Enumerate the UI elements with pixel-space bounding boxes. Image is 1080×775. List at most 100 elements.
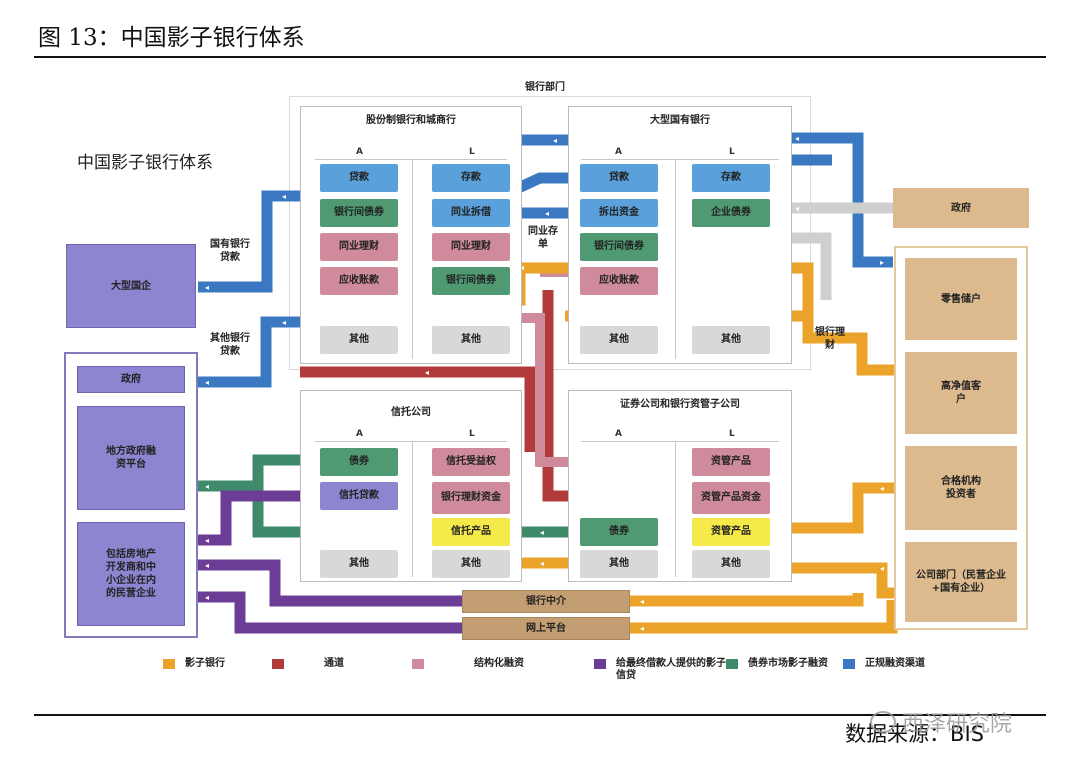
state-owned-funds-lent: 拆出资金 xyxy=(580,199,658,227)
legend-swatch-shadow-credit xyxy=(594,659,606,669)
svg-text:◂: ◂ xyxy=(282,318,286,327)
securities-liab-head: L xyxy=(729,429,735,439)
large-soe-box: 大型国企 xyxy=(66,244,196,328)
joint-stock-column-divider xyxy=(412,159,413,359)
shadow-flow-intermediary xyxy=(630,593,864,607)
legend-swatch-structured xyxy=(412,659,424,669)
formal-financing-flows xyxy=(198,132,893,388)
retail-depositors-box: 零售储户 xyxy=(905,258,1017,340)
formal-flow-soe-loans xyxy=(198,190,300,293)
svg-text:◂: ◂ xyxy=(205,482,209,491)
bank-sector-label: 银行部门 xyxy=(525,82,565,93)
legend-swatch-bond-shadow xyxy=(726,659,738,669)
state-owned-bank-title: 大型国有银行 xyxy=(650,115,710,126)
svg-text:◂: ◂ xyxy=(536,184,540,193)
figure-title: 图 13：中国影子银行体系 xyxy=(38,25,305,51)
government-right-box: 政府 xyxy=(893,188,1029,228)
shadow-credit-trust-loan xyxy=(198,490,320,546)
shadow-credit-flows xyxy=(198,490,462,634)
joint-stock-other-assets: 其他 xyxy=(320,326,398,354)
other-bank-loans-label: 其他银行贷款 xyxy=(210,333,250,357)
bottom-rule xyxy=(34,714,1046,716)
svg-text:◂: ◂ xyxy=(205,378,209,387)
trust-bonds: 债券 xyxy=(320,448,398,476)
legend-swatch-shadow-bank xyxy=(163,659,175,669)
trust-company-title: 信托公司 xyxy=(391,407,431,418)
legend-label: 通道 xyxy=(324,658,344,669)
gov-gray-flow xyxy=(792,202,893,300)
svg-text:◂: ◂ xyxy=(425,368,429,377)
data-source: 数据来源：BIS xyxy=(845,722,984,746)
diagram-label: 中国影子银行体系 xyxy=(77,153,213,173)
svg-text:◂: ◂ xyxy=(880,564,884,573)
shadow-flow-platform xyxy=(630,600,898,634)
trust-divider xyxy=(315,441,507,442)
svg-text:◂: ◂ xyxy=(540,528,544,537)
securities-am-title: 证券公司和银行资管子公司 xyxy=(620,399,740,410)
securities-am-products: 资管产品 xyxy=(692,448,770,476)
joint-stock-other-liab: 其他 xyxy=(432,326,510,354)
securities-other-liab: 其他 xyxy=(692,550,770,578)
formal-flow-state-deposit xyxy=(792,132,893,268)
securities-bonds: 债券 xyxy=(580,518,658,546)
joint-stock-interbank-wmp: 同业理财 xyxy=(320,233,398,261)
legend-label: 给最终借款人提供的影子信贷 xyxy=(616,658,726,681)
watermark: 西泽研究院 xyxy=(870,706,1012,738)
formal-flow-gov-other-loans xyxy=(198,316,300,388)
svg-text:◂: ◂ xyxy=(553,136,557,145)
trust-other-liab: 其他 xyxy=(432,550,510,578)
trust-loans: 信托贷款 xyxy=(320,482,398,510)
formal-flow-interbank-2 xyxy=(511,172,572,195)
joint-stock-interbank-bonds-liab: 银行间债券 xyxy=(432,267,510,295)
joint-stock-interbank-borrowing: 同业拆借 xyxy=(432,199,510,227)
shadow-flow-qualified xyxy=(770,482,903,534)
svg-text:◂: ◂ xyxy=(795,204,799,213)
securities-other-assets: 其他 xyxy=(580,550,658,578)
joint-stock-interbank-bonds: 银行间债券 xyxy=(320,199,398,227)
state-owned-assets-head: A xyxy=(615,147,622,157)
title-rule xyxy=(34,56,1046,58)
state-owned-corporate-bonds: 企业债券 xyxy=(692,199,770,227)
online-platform-box: 网上平台 xyxy=(462,617,630,640)
state-owned-other-liab: 其他 xyxy=(692,326,770,354)
svg-text:◂: ◂ xyxy=(205,536,209,545)
joint-stock-bank-title: 股份制银行和城商行 xyxy=(366,115,456,126)
legend-swatch-channel xyxy=(272,659,284,669)
svg-text:◂: ◂ xyxy=(282,192,286,201)
securities-am-product-funds: 资管产品资金 xyxy=(692,482,770,514)
bond-flow-lgfv xyxy=(198,454,320,492)
interbank-cd-label: 同业存单 xyxy=(528,226,558,250)
channel-flow-main xyxy=(300,366,536,452)
government-left-box: 政府 xyxy=(77,366,185,393)
state-bank-loans-label: 国有银行贷款 xyxy=(210,239,250,263)
gov-bond-flow-2 xyxy=(792,232,832,300)
svg-text:◂: ◂ xyxy=(520,263,524,272)
svg-text:◂: ◂ xyxy=(205,283,209,292)
state-owned-column-divider xyxy=(675,159,676,359)
trust-assets-head: A xyxy=(356,429,363,439)
private-enterprise-box: 包括房地产开发商和中小企业在内的民营企业 xyxy=(77,522,185,626)
legend-label: 正规融资渠道 xyxy=(865,658,925,669)
svg-text:◂: ◂ xyxy=(545,209,549,218)
trust-beneficial-rights: 信托受益权 xyxy=(432,448,510,476)
svg-text:◂: ◂ xyxy=(640,597,644,606)
securities-divider xyxy=(581,441,779,442)
joint-stock-assets-head: A xyxy=(356,147,363,157)
svg-text:◂: ◂ xyxy=(205,593,209,602)
legend-label: 影子银行 xyxy=(185,658,225,669)
joint-stock-receivables: 应收账款 xyxy=(320,267,398,295)
legend-shadow-credit: 给最终借款人提供的影子信贷 xyxy=(594,658,726,682)
joint-stock-deposits: 存款 xyxy=(432,164,510,192)
svg-text:◂: ◂ xyxy=(880,484,884,493)
trust-other-assets: 其他 xyxy=(320,550,398,578)
state-owned-liab-head: L xyxy=(729,147,735,157)
hnw-clients-box: 高净值客户 xyxy=(905,352,1017,434)
legend-channel: 通道 xyxy=(272,658,344,670)
securities-assets-head: A xyxy=(615,429,622,439)
svg-text:◂: ◂ xyxy=(205,561,209,570)
legend-label: 结构化融资 xyxy=(474,658,524,669)
joint-stock-interbank-wmp-liab: 同业理财 xyxy=(432,233,510,261)
shadow-credit-platform xyxy=(198,591,462,634)
shadow-flow-corporate xyxy=(516,557,903,599)
corporate-sector-box: 公司部门（民营企业+国有企业） xyxy=(905,542,1017,622)
